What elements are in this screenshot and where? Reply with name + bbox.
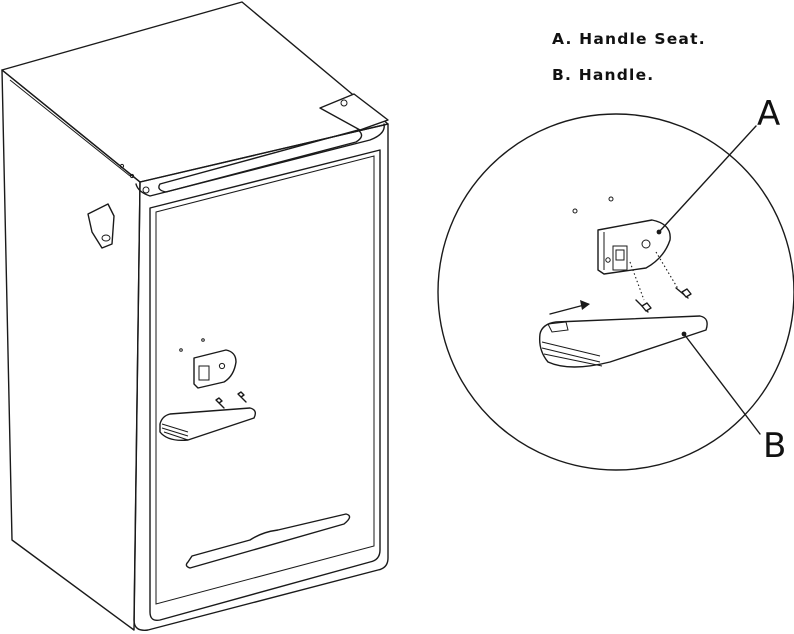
screw-1: [636, 300, 651, 312]
door-screw-1: [216, 398, 224, 408]
door-screw-2: [238, 392, 246, 402]
fridge-door: [150, 150, 380, 620]
leader-a: [659, 126, 756, 232]
bottle-opener: [88, 204, 114, 248]
leader-b: [684, 334, 760, 434]
top-recess-handle: [159, 130, 362, 192]
bottom-handle: [186, 514, 349, 568]
fridge-top: [2, 2, 388, 182]
top-hinge: [320, 94, 388, 130]
handle-seat-a: [598, 220, 670, 274]
callout-a-label: A: [757, 97, 780, 131]
fridge-side: [2, 70, 140, 630]
callout-b-label: B: [763, 429, 786, 463]
screw-2: [676, 288, 691, 298]
mount-hole-2: [609, 197, 613, 201]
legend-handle: B. Handle.: [552, 66, 654, 84]
handle-b: [540, 316, 707, 367]
arrow-head: [580, 300, 590, 310]
legend-handle-seat: A. Handle Seat.: [552, 30, 706, 48]
mount-hole-1: [573, 209, 577, 213]
fridge-front: [134, 124, 388, 630]
detail-circle: [438, 114, 794, 470]
refrigerator: [2, 2, 388, 630]
door-handle-seat: [194, 350, 236, 388]
detail-view: [438, 114, 794, 470]
